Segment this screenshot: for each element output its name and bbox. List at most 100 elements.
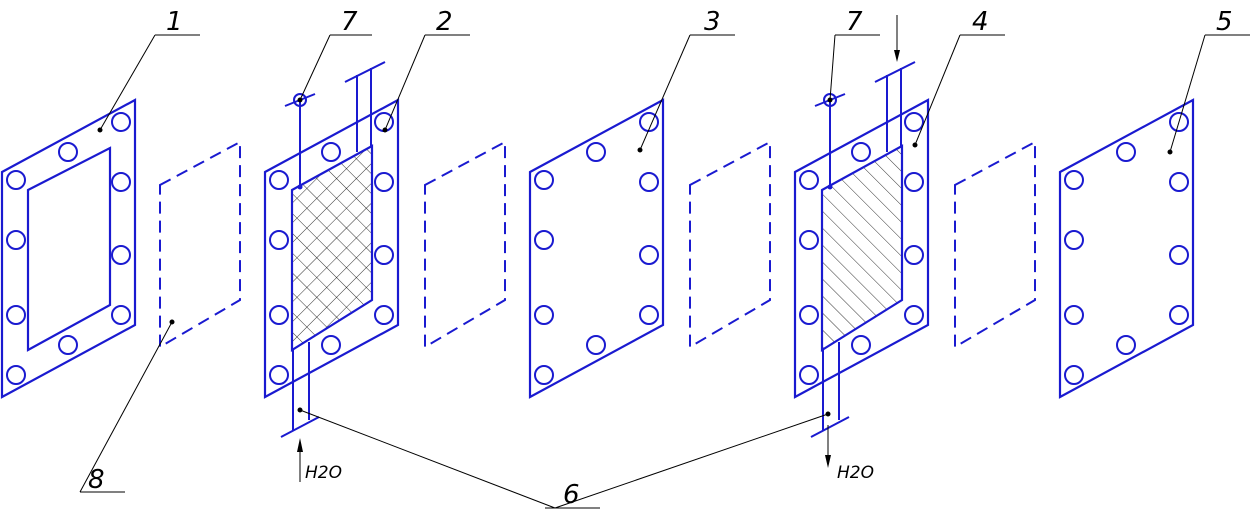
frame-window (26, 146, 112, 352)
bolt-hole (269, 230, 289, 250)
bolt-hole (1064, 305, 1084, 325)
electrode-area (820, 144, 904, 352)
bolt-hole (321, 142, 341, 162)
bolt-hole (269, 365, 289, 385)
bolt-hole (6, 230, 26, 250)
bolt-hole (639, 245, 659, 265)
bolt-hole (799, 230, 819, 250)
bolt-hole (904, 305, 924, 325)
bolt-hole (374, 245, 394, 265)
leader-dot (825, 411, 831, 417)
arrow-down-icon (894, 50, 900, 62)
leader-line (99, 34, 156, 131)
bolt-hole (534, 305, 554, 325)
arrow-up-icon (297, 438, 303, 452)
membrane (689, 140, 771, 349)
bolt-hole (904, 172, 924, 192)
leader-line (829, 34, 836, 101)
leader-line (554, 413, 829, 509)
fitting-joint (297, 184, 303, 190)
plate-outline (528, 98, 665, 399)
bolt-hole (6, 365, 26, 385)
bolt-hole (269, 170, 289, 190)
bolt-hole (1169, 172, 1189, 192)
bolt-hole (1116, 335, 1136, 355)
leader-line (384, 34, 426, 131)
leader-line (299, 409, 556, 509)
h2o-outlet-label: H2O (837, 463, 874, 483)
bolt-hole (1064, 170, 1084, 190)
bolt-hole (1169, 112, 1189, 132)
bolt-hole (58, 142, 78, 162)
leader-dot (297, 407, 303, 413)
bolt-hole (639, 172, 659, 192)
bolt-hole (269, 305, 289, 325)
bolt-hole (904, 245, 924, 265)
bolt-hole (1169, 305, 1189, 325)
bolt-hole (904, 112, 924, 132)
bolt-hole (1064, 230, 1084, 250)
plate-outline (793, 98, 930, 399)
bolt-hole (6, 170, 26, 190)
label-7-right: 7 (846, 7, 863, 37)
bolt-hole (1169, 245, 1189, 265)
bolt-hole (799, 365, 819, 385)
bolt-hole (851, 142, 871, 162)
label-6: 6 (563, 480, 580, 510)
bolt-hole (1064, 365, 1084, 385)
h2o-inlet-label: H2O (305, 463, 342, 483)
fitting-7-icon (293, 93, 307, 107)
bolt-hole (374, 305, 394, 325)
bolt-hole (639, 305, 659, 325)
plate-outline (263, 98, 400, 399)
bolt-hole (111, 172, 131, 192)
leader-dot (637, 147, 643, 153)
plate-3 (528, 98, 665, 399)
bolt-hole (799, 170, 819, 190)
label-3: 3 (704, 7, 721, 37)
bolt-hole (374, 172, 394, 192)
leader-dot (382, 127, 388, 133)
leader-line (639, 34, 691, 151)
leader-dot (297, 97, 303, 103)
end-plate-5 (1058, 98, 1195, 399)
bolt-hole (321, 335, 341, 355)
bolt-hole (639, 112, 659, 132)
leader-line (1169, 34, 1206, 153)
label-5: 5 (1216, 7, 1233, 37)
bolt-hole (111, 305, 131, 325)
leader-line (79, 321, 173, 493)
label-8: 8 (88, 465, 105, 495)
cell-2 (263, 61, 400, 482)
top-flange (344, 61, 386, 83)
membrane (424, 140, 506, 349)
electrode-area (290, 144, 374, 352)
leader-line (299, 34, 331, 101)
membrane-8 (159, 140, 241, 349)
membrane (954, 140, 1036, 349)
arrow-down-icon (825, 455, 831, 468)
bolt-hole (1116, 142, 1136, 162)
leader-dot (912, 142, 918, 148)
leader-line (914, 34, 961, 146)
bolt-hole (586, 335, 606, 355)
label-1: 1 (166, 7, 183, 37)
label-2: 2 (436, 7, 453, 37)
label-4: 4 (972, 7, 989, 37)
bolt-hole (534, 170, 554, 190)
end-plate-1 (0, 98, 137, 399)
plate-outline (1058, 98, 1195, 399)
bolt-hole (534, 365, 554, 385)
bolt-hole (58, 335, 78, 355)
label-7-left: 7 (341, 7, 358, 37)
plate-outline (0, 98, 137, 399)
top-flange (874, 61, 916, 83)
bolt-hole (534, 230, 554, 250)
fitting-joint (827, 184, 833, 190)
leader-dot (827, 97, 833, 103)
leader-dot (1167, 149, 1173, 155)
cell-4 (793, 15, 930, 468)
bolt-hole (851, 335, 871, 355)
